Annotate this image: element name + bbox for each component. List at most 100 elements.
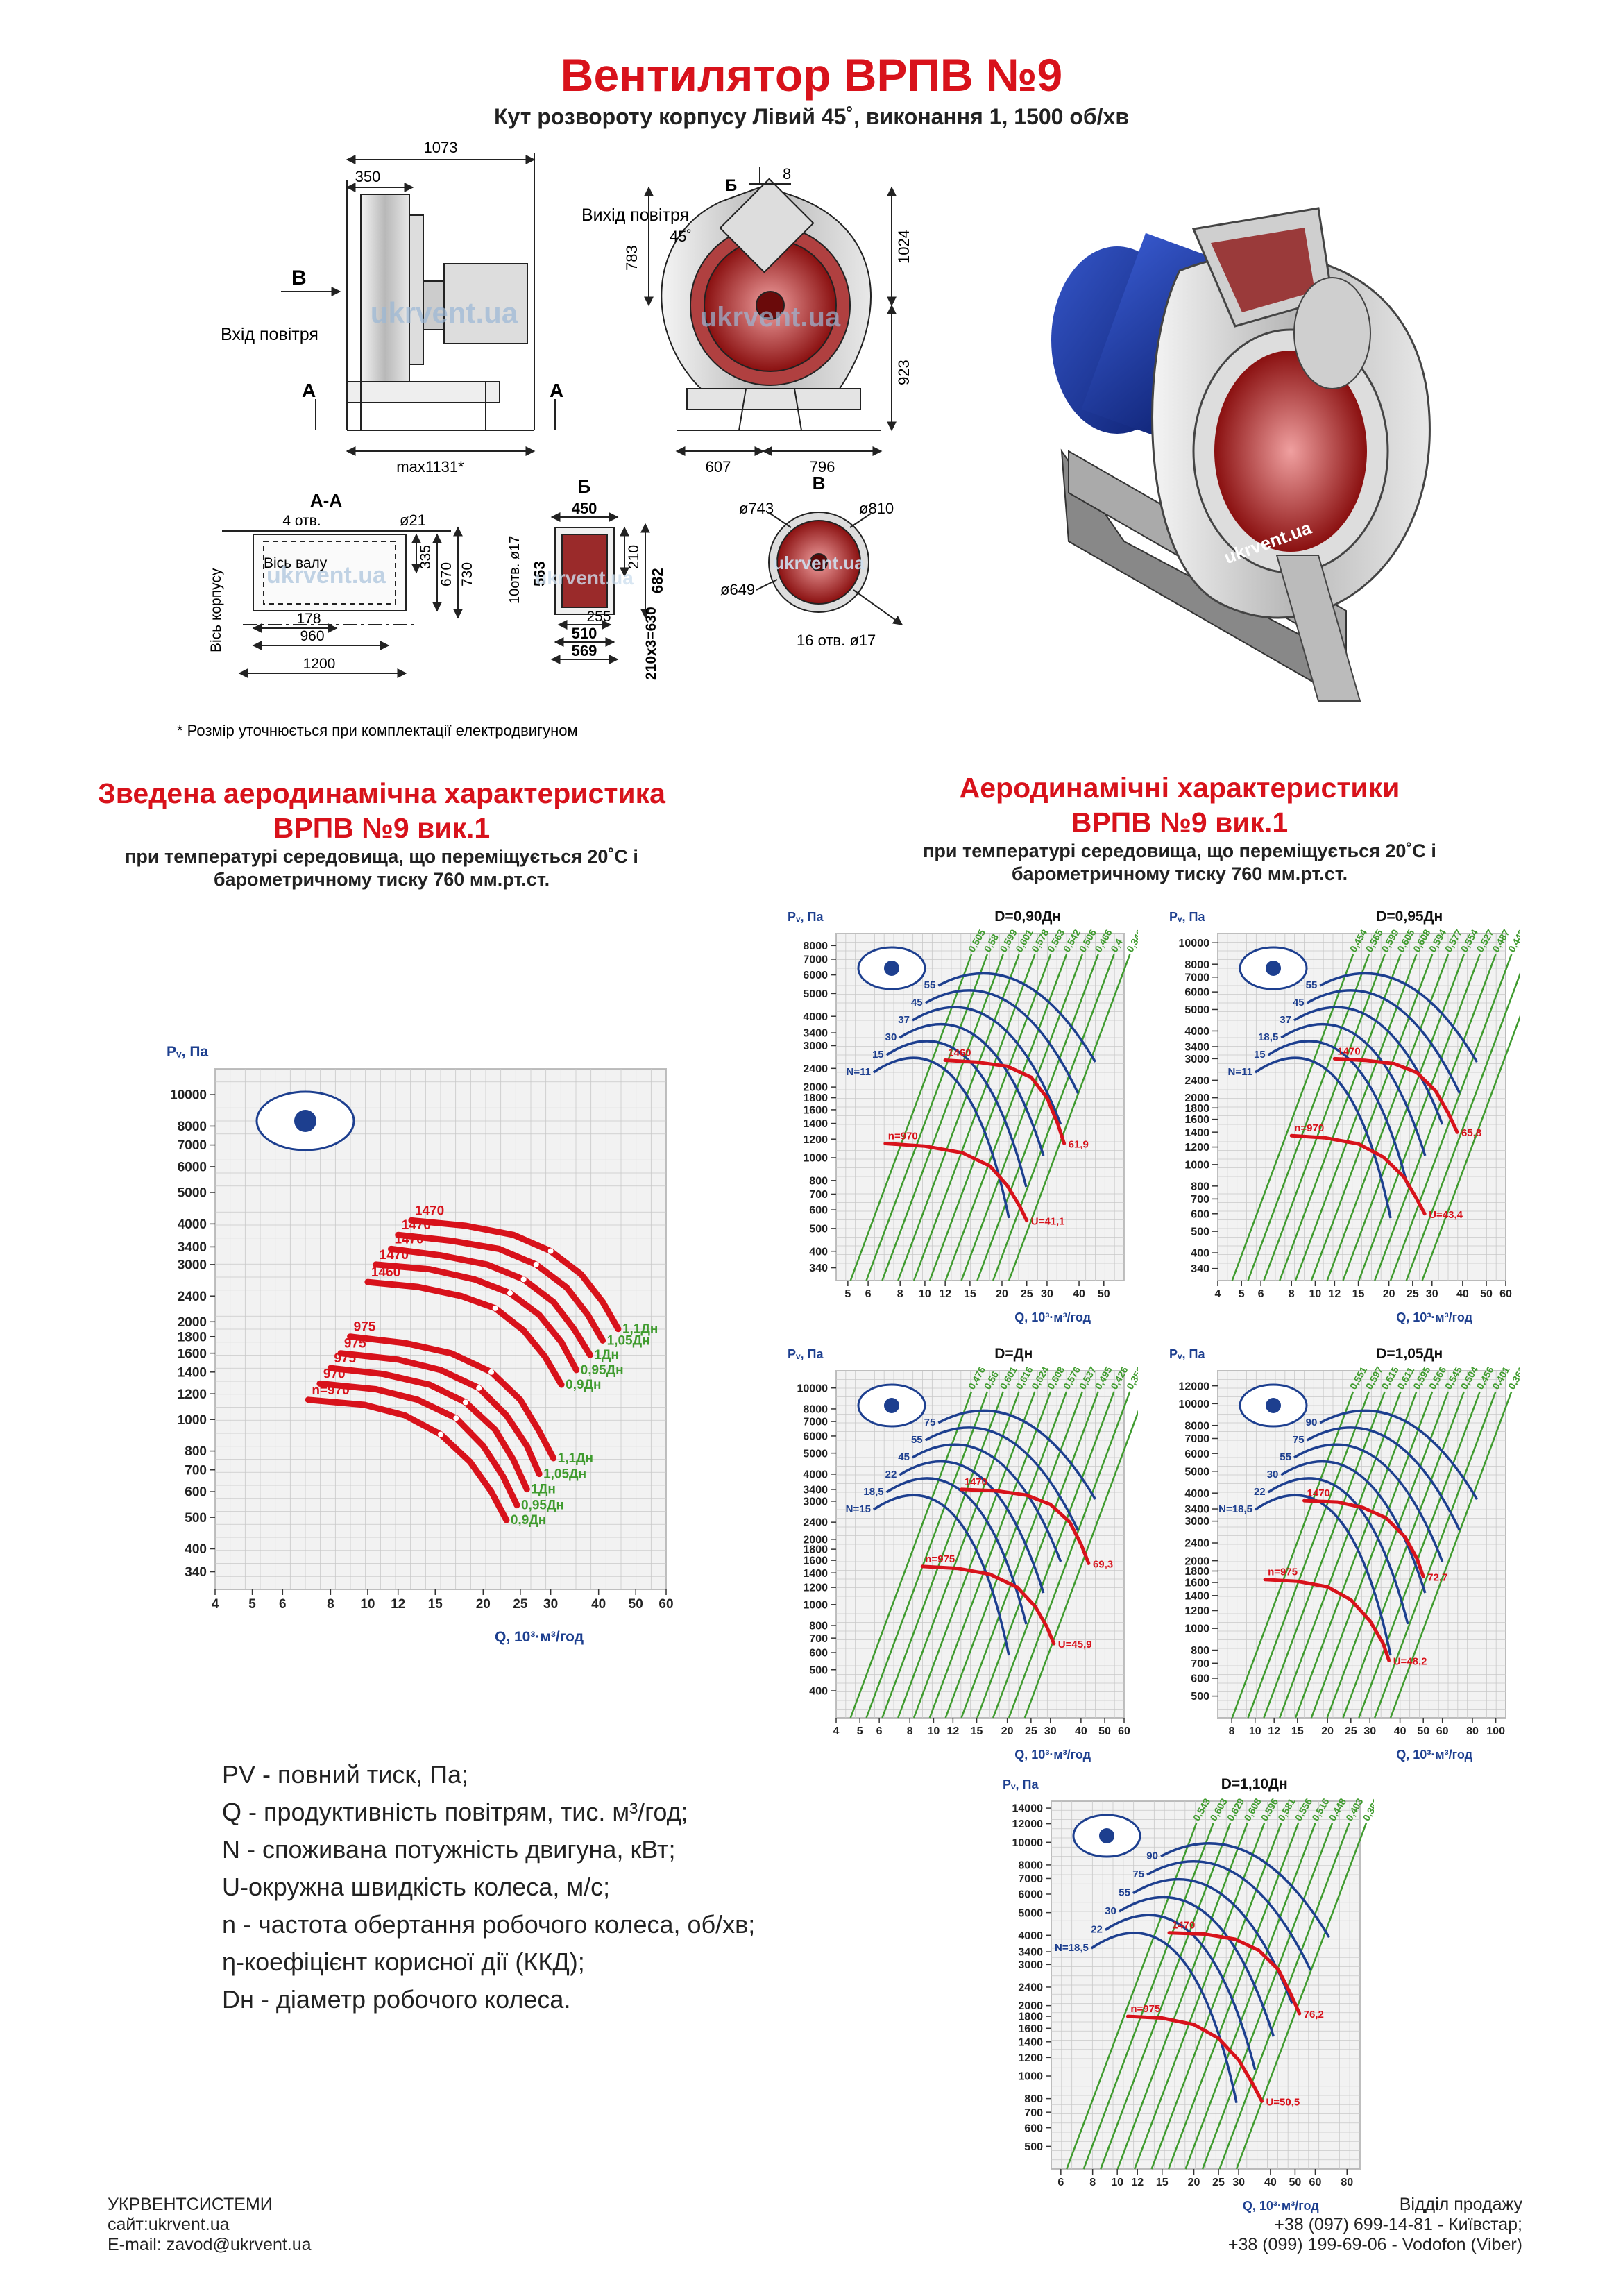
power-label: 90: [1306, 1417, 1318, 1428]
y-tick-label: 1800: [803, 1544, 828, 1556]
side-view-drawing: [281, 153, 556, 456]
x-tick-label: 6: [279, 1597, 287, 1612]
footer-phone1[interactable]: +38 (097) 699-14-81 - Київстар;: [1274, 2215, 1522, 2234]
speed-label: 1470: [1172, 1920, 1195, 1932]
power-label: 45: [911, 997, 923, 1008]
y-tick-label: 8000: [178, 1120, 207, 1134]
y-tick-label: 8000: [1018, 1860, 1043, 1872]
section-v-holes: 16 отв. ø17: [797, 632, 876, 649]
power-curve: [1319, 1409, 1479, 1500]
power-label: 90: [1146, 1850, 1158, 1862]
watermark-2: ukrvent.ua: [700, 302, 841, 332]
x-tick-label: 30: [1041, 1288, 1053, 1300]
x-tick-label: 40: [1394, 1725, 1407, 1737]
power-curve: [1293, 1006, 1444, 1125]
x-tick-label: 6: [1258, 1288, 1264, 1300]
power-label: 30: [1105, 1905, 1116, 1917]
y-tick-label: 1400: [1184, 1127, 1209, 1139]
summary-title-line1: Зведена аеродинамічна характеристика: [98, 777, 665, 809]
y-tick-label: 2400: [1184, 1538, 1209, 1550]
x-tick-label: 25: [513, 1597, 528, 1612]
y-tick-label: 3000: [178, 1258, 207, 1273]
x-tick-label: 100: [1486, 1725, 1505, 1737]
logo-fan: [1099, 1828, 1114, 1843]
section-aa-holes: 4 отв.: [282, 513, 321, 529]
x-tick-label: 12: [946, 1725, 959, 1737]
x-tick-label: 20: [1188, 2177, 1200, 2188]
power-label: 18,5: [863, 1486, 883, 1498]
dim-730: 730: [459, 562, 475, 586]
technical-drawings: 1073 350 max1131* В Вхід повітря А А ukr…: [177, 139, 1431, 739]
dim-607: 607: [706, 458, 731, 475]
efficiency-line: [1374, 1391, 1497, 1719]
x-tick-label: 10: [1309, 1288, 1322, 1300]
series-point: [438, 1431, 444, 1437]
y-tick-label: 2400: [178, 1290, 207, 1304]
efficiency-line: [1294, 1391, 1418, 1719]
legend-item-speed: n - частота обертання робочого колеса, о…: [222, 1910, 756, 1939]
power-curve: [1254, 1056, 1392, 1219]
y-tick-label: 800: [1024, 2093, 1043, 2105]
y-tick-label: 2000: [1184, 1555, 1209, 1567]
footer-site[interactable]: сайт:ukrvent.ua: [108, 2215, 230, 2234]
x-tick-label: 15: [428, 1597, 443, 1612]
fan-logo-icon: [255, 1090, 355, 1151]
y-tick-label: 6000: [1184, 987, 1209, 999]
y-tick-label: 8000: [1184, 959, 1209, 971]
power-curve: [1160, 1842, 1331, 1939]
y-tick-label: 3000: [1018, 1959, 1043, 1971]
series-name-label: 1Дн: [594, 1348, 619, 1362]
x-tick-label: 30: [1232, 2177, 1245, 2188]
y-tick-label: 14000: [1012, 1803, 1044, 1815]
y-tick-label: 10000: [797, 1383, 829, 1394]
footer-phone2[interactable]: +38 (099) 199-69-06 - Vodofon (Viber): [1227, 2235, 1522, 2254]
x-tick-label: 10: [928, 1725, 940, 1737]
power-label: N=18,5: [1218, 1503, 1252, 1515]
efficiency-line: [1389, 1391, 1513, 1719]
series-speed-label: 1470: [380, 1248, 409, 1263]
footer-left: УКРВЕНТСИСТЕМИ сайт:ukrvent.ua E-mail: z…: [108, 2195, 312, 2255]
aero-conditions: при температурі середовища, що переміщує…: [833, 840, 1527, 886]
label-air-outlet: Вихід повітря: [581, 205, 689, 225]
dim-d810: ø810: [859, 500, 894, 517]
y-tick-label: 400: [1191, 1248, 1209, 1260]
efficiency-line: [1405, 972, 1520, 1281]
y-axis-label: Pᵥ, Па: [788, 910, 824, 924]
front-view-drawing: [644, 167, 897, 456]
y-tick-label: 3400: [178, 1240, 207, 1255]
power-curve: [885, 1040, 1028, 1188]
series-name-label: 0,95Дн: [521, 1499, 564, 1513]
power-curve: [1146, 1860, 1312, 1971]
power-curve: [1319, 972, 1479, 1063]
y-tick-label: 500: [185, 1511, 207, 1526]
footer-email[interactable]: E-mail: zavod@ukrvent.ua: [108, 2235, 312, 2254]
y-tick-label: 700: [185, 1463, 207, 1478]
x-tick-label: 12: [1131, 2177, 1144, 2188]
speed-curve: [1332, 1056, 1459, 1134]
dim-630: 210х3=630: [643, 607, 659, 680]
efficiency-line: [1184, 1823, 1316, 2170]
y-tick-label: 500: [1024, 2141, 1043, 2153]
y-tick-label: 6000: [803, 970, 828, 981]
watermark-1: ukrvent.ua: [371, 296, 518, 329]
efficiency-line: [1235, 1823, 1368, 2170]
power-curve: [872, 1494, 1010, 1656]
x-tick-label: 20: [996, 1288, 1008, 1300]
y-tick-label: 1800: [1018, 2011, 1043, 2023]
y-tick-label: 4000: [803, 1469, 828, 1481]
x-tick-label: 80: [1466, 1725, 1479, 1737]
y-tick-label: 5000: [803, 1448, 828, 1460]
y-tick-label: 1000: [1018, 2071, 1043, 2083]
efficiency-line: [1066, 1823, 1198, 2170]
x-axis-label: Q, 10³·м³/год: [1243, 2199, 1319, 2213]
efficiency-line: [912, 1391, 1036, 1719]
y-tick-label: 7000: [178, 1138, 207, 1153]
dim-783: 783: [623, 245, 640, 271]
section-b-drawing: [550, 512, 650, 664]
x-tick-label: 6: [865, 1288, 872, 1300]
speed-curve: [1289, 1133, 1427, 1216]
watermark-5: ukrvent.ua: [773, 552, 865, 573]
power-label: 15: [1254, 1049, 1266, 1061]
speed-label: n=970: [1294, 1122, 1324, 1134]
y-tick-label: 1200: [1184, 1605, 1209, 1617]
